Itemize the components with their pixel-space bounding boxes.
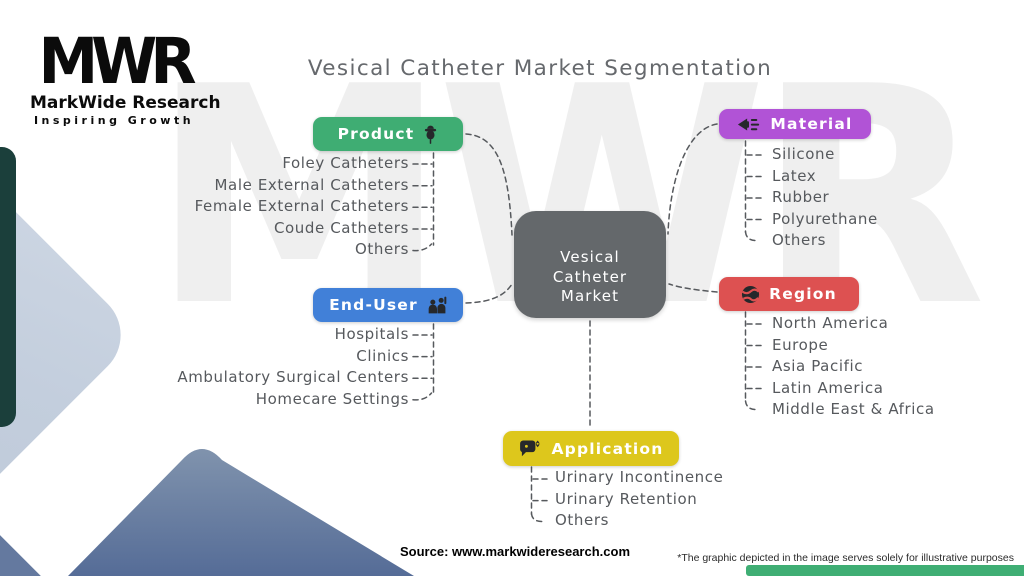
segment-item: Female External Catheters — [194, 197, 409, 216]
segment-item: Urinary Retention — [555, 489, 698, 508]
segment-pill-region: Region — [719, 277, 859, 311]
logo-tagline: Inspiring Growth — [33, 114, 195, 127]
logo-name: MarkWide Research — [30, 93, 221, 113]
segment-item: Asia Pacific — [772, 357, 864, 376]
segment-item: Clinics — [356, 346, 409, 365]
segment-item: North America — [772, 314, 889, 332]
segment-item: Hospitals — [334, 325, 409, 343]
segment-item: Rubber — [772, 188, 830, 207]
brand-logo: MWR MarkWide Research Inspiring Growth — [30, 24, 221, 127]
source-text: Source: www.markwideresearch.com — [400, 544, 631, 559]
segment-item: Others — [555, 511, 610, 530]
people-icon — [427, 296, 447, 314]
megaphone-icon — [737, 117, 761, 132]
page-title: Vesical Catheter Market Segmentation — [307, 56, 773, 81]
enduser-label: End-User — [329, 296, 418, 314]
disclaimer-text: *The graphic depicted in the image serve… — [677, 552, 1014, 564]
segment-item: Ambulatory Surgical Centers — [177, 368, 409, 387]
central-node: Vesical Catheter Market — [514, 211, 666, 318]
globe-icon — [741, 285, 760, 304]
segment-item: Urinary Incontinence — [555, 468, 724, 486]
segment-item: Homecare Settings — [255, 389, 409, 408]
product-label: Product — [337, 125, 415, 143]
segment-pill-application: Application — [503, 431, 679, 466]
segment-item: Polyurethane — [772, 209, 878, 228]
material-label: Material — [770, 115, 853, 133]
segment-item: Latex — [772, 166, 817, 185]
region-label: Region — [769, 285, 837, 303]
segment-item: Others — [354, 240, 409, 259]
segment-pill-material: Material — [719, 109, 871, 139]
segment-item: Europe — [772, 335, 829, 354]
logo-mwr-text: MWR — [38, 24, 196, 100]
segment-item: Silicone — [772, 145, 835, 163]
segment-item: Foley Catheters — [282, 154, 409, 172]
segment-item: Latin America — [772, 378, 884, 397]
chat-bubble-icon — [518, 439, 542, 458]
segment-item: Male External Catheters — [214, 175, 409, 194]
application-label: Application — [551, 439, 664, 458]
person-icon — [423, 125, 438, 144]
segment-pill-enduser: End-User — [313, 288, 463, 322]
segment-item: Others — [772, 231, 827, 250]
segment-pill-product: Product — [313, 117, 463, 151]
segment-item: Coude Catheters — [273, 218, 409, 237]
central-node-label: Vesical Catheter Market — [552, 248, 628, 306]
segment-item: Middle East & Africa — [772, 400, 935, 419]
